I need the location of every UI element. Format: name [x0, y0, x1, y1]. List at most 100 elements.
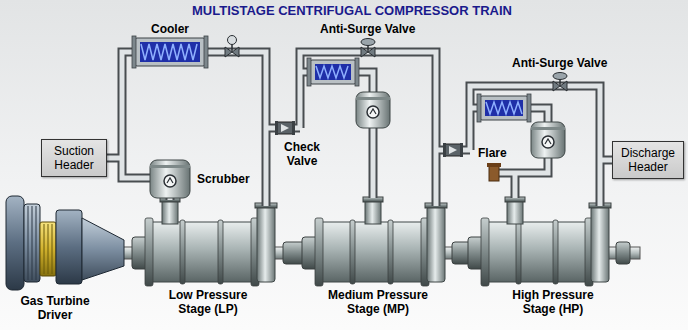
- gas-turbine: [6, 196, 124, 290]
- pipe-outline: [499, 158, 548, 173]
- cooler-shell: [135, 38, 205, 66]
- casing-flange: [218, 220, 223, 284]
- scrubber-vessel: [356, 92, 390, 128]
- vessel-band: [531, 127, 565, 130]
- flare-body: [489, 165, 499, 181]
- flare-cap: [487, 163, 501, 167]
- turbine-ring-line: [28, 206, 29, 280]
- check-valve-arrow: [449, 146, 457, 154]
- turbine-ring-line: [36, 206, 37, 280]
- pipe: [499, 158, 548, 173]
- casing-flange: [350, 220, 355, 284]
- turbine-ring-line: [32, 206, 33, 280]
- cooler: [477, 94, 531, 122]
- cooler: [132, 36, 208, 68]
- valve-stem: [231, 44, 233, 51]
- cooler-core: [315, 64, 351, 80]
- check-valve: [275, 121, 295, 135]
- cooler-cap: [355, 58, 359, 86]
- casing-flange: [553, 220, 558, 284]
- cooler-coil: [141, 44, 197, 60]
- casing-flange: [516, 220, 521, 284]
- casing-flange: [481, 218, 489, 286]
- pipe-outline: [369, 128, 378, 198]
- part-label: Check Valve: [277, 140, 327, 168]
- inlet-nozzle: [162, 200, 178, 224]
- cooler: [307, 58, 359, 86]
- part-label: Anti-Surge Valve: [320, 22, 415, 36]
- part-label: Low Pressure Stage (LP): [162, 288, 254, 316]
- check-valve: [443, 143, 463, 157]
- casing-flange: [180, 220, 185, 284]
- coupling-stripe: [44, 224, 45, 274]
- check-valve-flange: [275, 121, 278, 135]
- vessel-body: [531, 122, 565, 158]
- discharge-nozzle: [257, 206, 275, 282]
- vessel-emblem-mark: [545, 139, 551, 144]
- vessel-band: [150, 165, 190, 168]
- turbine-coupling: [40, 222, 56, 276]
- cooler-coil: [486, 102, 522, 114]
- pipe: [470, 86, 600, 206]
- check-valve-flange: [443, 143, 446, 157]
- vessel-emblem-mark: [370, 109, 376, 114]
- cooler-coil: [316, 66, 348, 78]
- cooler-core: [140, 42, 200, 62]
- compressor-body: [484, 222, 590, 282]
- discharge-nozzle: [591, 206, 609, 282]
- part-label: High Pressure Stage (HP): [503, 288, 603, 316]
- anti-surge-valve: [361, 39, 375, 58]
- pipe: [122, 52, 150, 178]
- cooler-shell: [310, 60, 356, 84]
- vessel-band: [356, 97, 390, 100]
- part-label: Flare: [478, 146, 507, 160]
- anti-surge-valve: [553, 73, 567, 92]
- check-valve-flange: [460, 143, 463, 157]
- cooler-cap: [527, 94, 531, 122]
- shaft-coupling: [616, 242, 630, 264]
- casing-flange: [145, 218, 153, 286]
- cooler-cap: [204, 36, 208, 68]
- scrubber-vessel: [150, 160, 190, 198]
- valve-actuator: [361, 39, 375, 46]
- pipe-outline: [122, 52, 150, 178]
- cooler-cap: [307, 58, 311, 86]
- valve-actuator: [553, 73, 567, 80]
- vessel-emblem: [542, 136, 554, 148]
- pipe: [513, 173, 518, 198]
- coupling-stripe: [48, 224, 49, 274]
- vessel-emblem-mark: [167, 178, 173, 183]
- casing-flange: [315, 218, 323, 286]
- compressor-stage: [468, 197, 611, 286]
- discharge-nozzle: [427, 206, 445, 282]
- flare-valve: [487, 163, 501, 181]
- compressor-stage: [302, 197, 447, 286]
- check-valve-body: [445, 144, 461, 156]
- coupling-stripe: [52, 224, 53, 274]
- part-label: Anti-Surge Valve: [512, 56, 607, 70]
- valve-gauge: [228, 36, 237, 45]
- check-valve-arrow: [281, 124, 289, 132]
- part-label: Scrubber: [197, 172, 250, 186]
- turbine-cone: [82, 218, 124, 280]
- cooler-core: [485, 100, 523, 116]
- compressor-body: [318, 222, 426, 282]
- pipe: [300, 52, 436, 206]
- scrubber-vessel: [531, 122, 565, 158]
- header-label: Suction Header: [47, 144, 101, 172]
- turbine-casing: [56, 210, 82, 284]
- vessel-emblem: [367, 106, 379, 118]
- check-valve-flange: [292, 121, 295, 135]
- pipe: [371, 128, 376, 198]
- part-label: Cooler: [151, 22, 189, 36]
- part-label: Gas Turbine Driver: [13, 294, 97, 322]
- pipe-group: [106, 52, 613, 206]
- turbine-disc: [6, 196, 24, 290]
- cooler-cap: [132, 36, 136, 68]
- casing-flange: [388, 220, 393, 284]
- compressor-stage: [132, 197, 277, 286]
- check-valve-body: [277, 122, 293, 134]
- inlet-nozzle: [365, 200, 381, 224]
- compressor-body: [148, 222, 256, 282]
